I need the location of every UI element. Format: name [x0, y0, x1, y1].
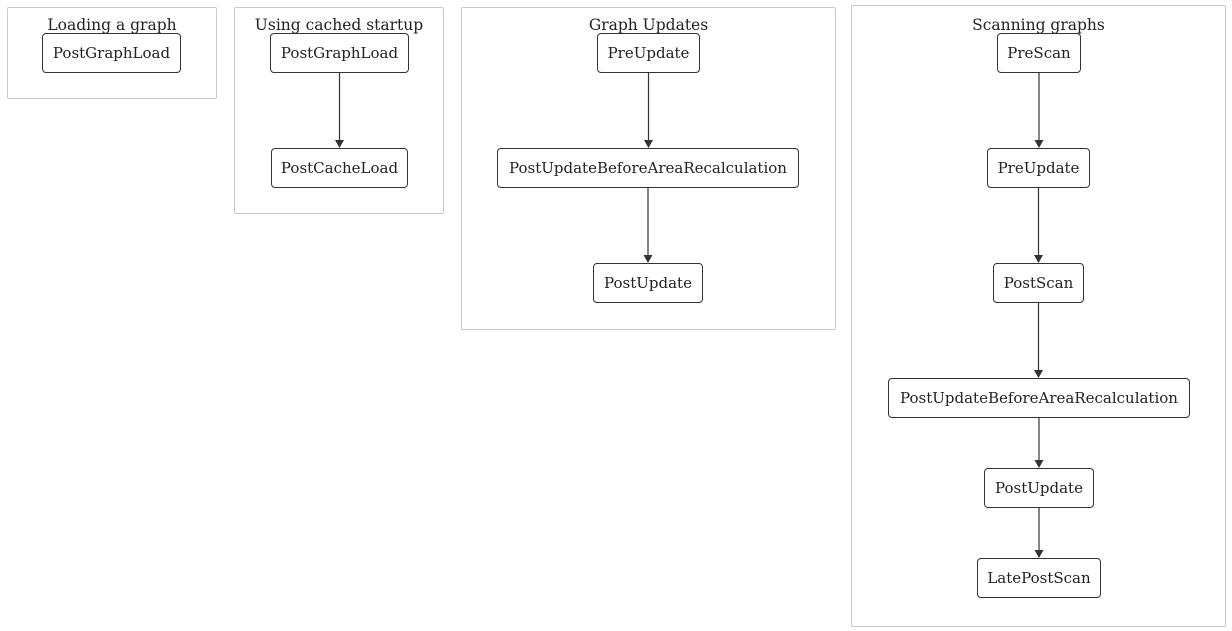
node-pre-scan: PreScan — [997, 33, 1081, 73]
node-post-scan: PostScan — [993, 263, 1084, 303]
node-post-update: PostUpdate — [593, 263, 703, 303]
cluster-title: Using cached startup — [254, 16, 424, 34]
cluster-scanning-graphs: Scanning graphs — [851, 5, 1226, 627]
node-post-update-before-area-recalculation: PostUpdateBeforeAreaRecalculation — [888, 378, 1190, 418]
cluster-title: Loading a graph — [47, 16, 177, 34]
node-post-update: PostUpdate — [984, 468, 1094, 508]
node-post-cache-load: PostCacheLoad — [271, 148, 408, 188]
cluster-title: Scanning graphs — [972, 16, 1105, 34]
cluster-title: Graph Updates — [588, 16, 709, 34]
node-pre-update: PreUpdate — [597, 33, 700, 73]
node-pre-update: PreUpdate — [987, 148, 1090, 188]
node-post-update-before-area-recalculation: PostUpdateBeforeAreaRecalculation — [497, 148, 799, 188]
node-late-post-scan: LatePostScan — [977, 558, 1101, 598]
node-post-graph-load: PostGraphLoad — [42, 33, 181, 73]
node-post-graph-load: PostGraphLoad — [270, 33, 409, 73]
